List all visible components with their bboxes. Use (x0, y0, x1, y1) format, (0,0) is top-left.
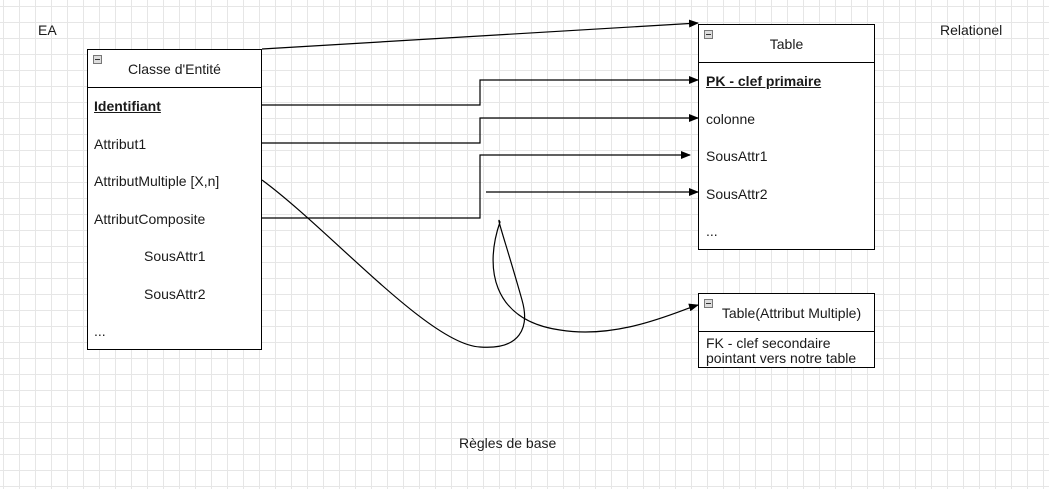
fk-line-2: pointant vers notre table (706, 350, 857, 366)
label-ea: EA (38, 22, 57, 38)
entity-row-attributmultiple[interactable]: AttributMultiple [X,n] (94, 173, 220, 189)
entity-table-multiple-header[interactable]: Table(Attribut Multiple) (699, 294, 874, 332)
entity-row-identifiant[interactable]: Identifiant (94, 98, 161, 114)
edge-identifiant-to-pk (262, 76, 699, 106)
entity-table-title: Table (769, 36, 804, 52)
table-row-sousattr2[interactable]: SousAttr2 (706, 186, 768, 202)
entity-classe-header[interactable]: Classe d'Entité (88, 50, 261, 88)
edge-entity-to-table (261, 19, 699, 50)
edge-attribut1-to-colonne (262, 114, 699, 144)
entity-table[interactable]: Table PK - clef primaire colonne SousAtt… (698, 24, 875, 250)
table-multiple-row-fk[interactable]: FK - clef secondaire pointant vers notre… (706, 336, 856, 366)
label-relationel: Relationel (940, 22, 1003, 38)
entity-table-multiple[interactable]: Table(Attribut Multiple) FK - clef secon… (698, 293, 875, 368)
edge-composite-to-sousattr1 (262, 151, 691, 219)
entity-row-attribut1[interactable]: Attribut1 (94, 136, 147, 152)
collapse-icon[interactable] (704, 30, 713, 39)
table-row-ellipsis[interactable]: ... (706, 223, 718, 239)
entity-classe[interactable]: Classe d'Entité Identifiant Attribut1 At… (87, 49, 262, 350)
edge-multiple-to-table (261, 179, 699, 348)
entity-table-multiple-title: Table(Attribut Multiple) (721, 305, 862, 321)
entity-row-ellipsis[interactable]: ... (94, 323, 106, 339)
collapse-icon[interactable] (93, 55, 102, 64)
entity-table-header[interactable]: Table (699, 25, 874, 63)
table-row-pk[interactable]: PK - clef primaire (706, 73, 822, 89)
collapse-icon[interactable] (704, 299, 713, 308)
fk-line-1: FK - clef secondaire (706, 335, 831, 351)
table-row-sousattr1[interactable]: SousAttr1 (706, 148, 768, 164)
table-row-colonne[interactable]: colonne (706, 111, 756, 127)
entity-row-attributcomposite[interactable]: AttributComposite (94, 211, 206, 227)
entity-row-sousattr2[interactable]: SousAttr2 (144, 286, 206, 302)
entity-classe-title: Classe d'Entité (128, 61, 221, 77)
label-regles-de-base: Règles de base (459, 435, 557, 451)
entity-row-sousattr1[interactable]: SousAttr1 (144, 248, 206, 264)
